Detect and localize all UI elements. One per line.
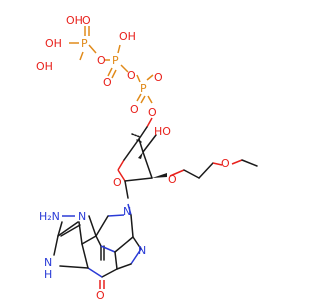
atom-h-n1: H: [44, 268, 52, 281]
atom-oh-3a: OH: [119, 30, 136, 43]
atom-p-1: P: [81, 37, 88, 50]
atom-o-5prime: O: [148, 106, 157, 119]
ribose-bonds: [117, 117, 157, 199]
atom-oh-2a: OH: [36, 60, 53, 73]
guanine-extra-bonds: [53, 221, 89, 269]
atom-n-3: N: [78, 210, 86, 223]
triphosphate-bonds: [69, 26, 154, 104]
structure-svg: OH OH O P OH O P OH O O P O O O HO O O O…: [36, 14, 258, 300]
atom-nh2: H₂N: [39, 210, 60, 223]
atom-oh-1b: OH: [66, 14, 83, 27]
atom-n-7: N: [138, 244, 146, 257]
molecule-diagram: OH OH O P OH O P OH O O P O O O HO O O O…: [36, 14, 258, 300]
atom-o-ether2: O: [221, 157, 230, 170]
atom-oh-ribose: HO: [154, 125, 171, 138]
atom-o-2b: O: [127, 69, 136, 82]
atom-o-3a: O: [154, 71, 163, 84]
atom-labels: OH OH O P OH O P OH O O P O O O HO O O O…: [36, 14, 230, 300]
atom-o-2a: O: [103, 76, 112, 89]
atom-n-9: N: [123, 205, 131, 218]
atom-o-carbonyl: O: [96, 289, 105, 300]
atom-oh-1a: OH: [45, 37, 62, 50]
atom-p-3: P: [140, 82, 147, 95]
atom-n-1: N: [44, 256, 52, 269]
guanine-bonds: [62, 203, 142, 289]
ether-chain-bonds: [169, 159, 258, 179]
stereo-wedges: [131, 133, 167, 178]
atom-o-1b: O: [97, 54, 106, 67]
atom-o-1a: O: [82, 14, 91, 27]
atom-p-2: P: [112, 54, 119, 67]
atom-o-ether1: O: [168, 173, 177, 186]
atom-o-ring: O: [113, 176, 122, 189]
atom-o-3b: O: [130, 103, 139, 116]
